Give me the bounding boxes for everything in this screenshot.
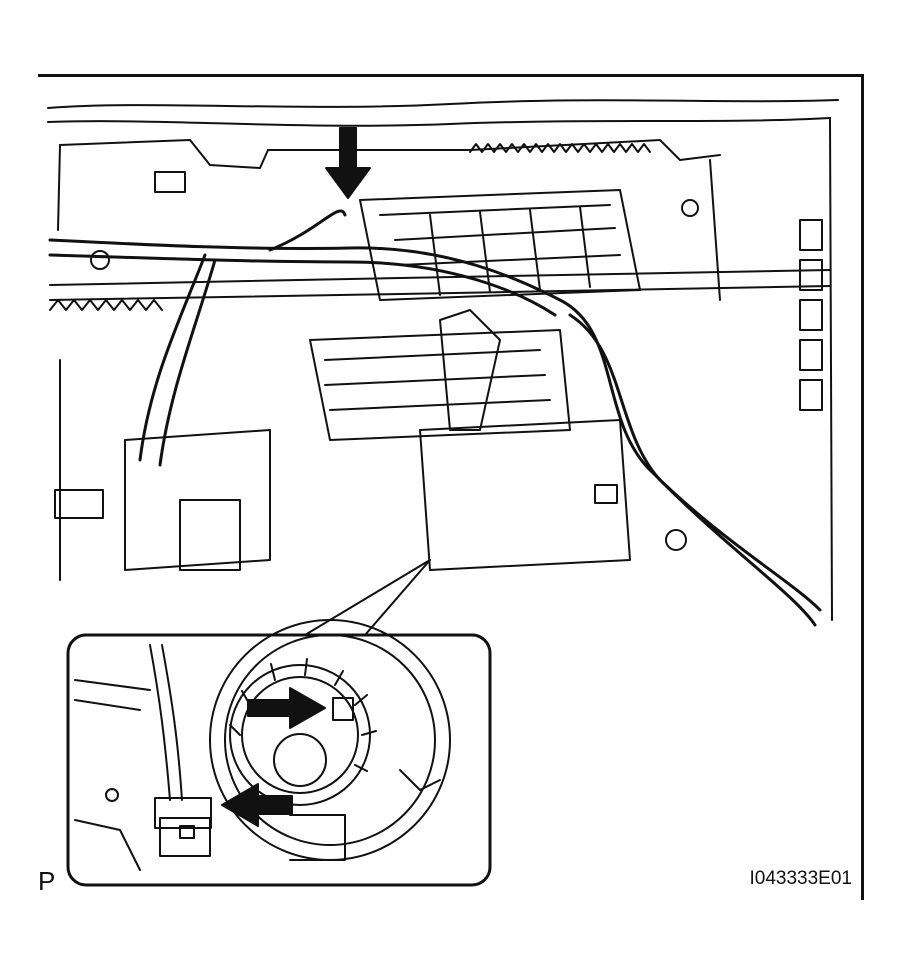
- arrow-down-icon: [325, 127, 371, 199]
- left-assembly: [49, 250, 271, 581]
- blower-duct: [359, 189, 699, 301]
- figure-code: I043333E01: [749, 868, 853, 889]
- page-letter: P: [38, 866, 56, 896]
- inset-detail: [66, 619, 492, 887]
- dashboard-outline: [47, 99, 839, 621]
- arrow-right-icon: [247, 687, 326, 729]
- blower-housing: [309, 309, 687, 571]
- vent-strip-teeth: [469, 143, 651, 153]
- figure-frame: [38, 74, 864, 900]
- right-panel: [799, 219, 823, 411]
- callout-leader: [304, 559, 431, 636]
- dashboard-blower-illustration: [47, 99, 839, 887]
- arrow-left-icon: [221, 783, 293, 827]
- support-beam: [49, 269, 831, 301]
